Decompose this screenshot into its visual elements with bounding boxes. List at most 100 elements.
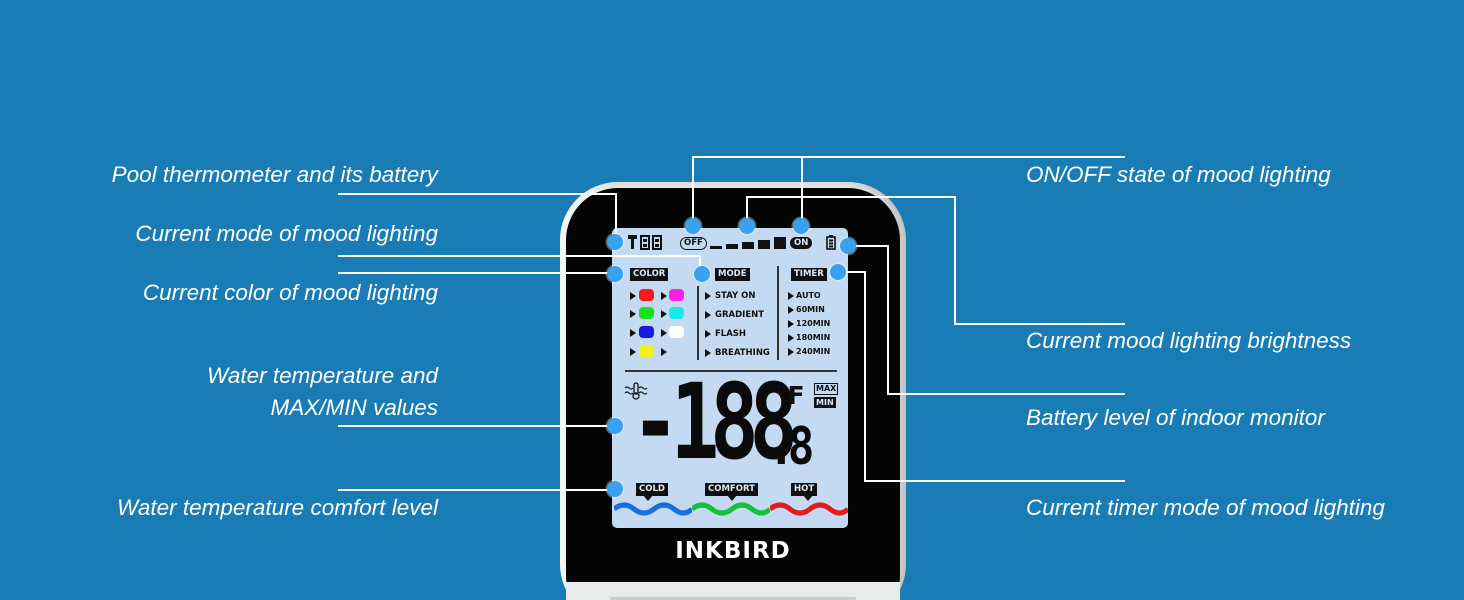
- marker-dot: [830, 264, 846, 280]
- comfort-pointer-icon: [727, 495, 737, 501]
- mode-arrow: [705, 311, 711, 319]
- leader-line: [887, 245, 889, 395]
- callout-thermometer-battery: Pool thermometer and its battery: [111, 162, 438, 187]
- on-indicator: ON: [790, 237, 813, 249]
- leader-line: [338, 489, 614, 491]
- brightness-bar-2: [726, 244, 738, 249]
- color-arrow: [630, 292, 636, 300]
- callout-brightness: Current mood lighting brightness: [1026, 328, 1352, 353]
- color-swatch-red: [639, 289, 654, 301]
- brightness-bar-5: [774, 237, 786, 249]
- marker-dot: [793, 218, 809, 234]
- divider-horizontal: [625, 370, 837, 372]
- mode-tag: MODE: [715, 268, 750, 281]
- leader-line: [801, 156, 803, 228]
- marker-dot: [607, 234, 623, 250]
- timer-240min: 240MIN: [796, 347, 831, 356]
- mode-arrow: [705, 292, 711, 300]
- color-arrow: [661, 310, 667, 318]
- color-arrow: [661, 348, 667, 356]
- timer-arrow: [788, 306, 794, 314]
- cold-wave: [614, 502, 692, 516]
- color-arrow: [630, 310, 636, 318]
- comfort-label: COMFORT: [705, 483, 758, 496]
- marker-dot: [607, 418, 623, 434]
- mode-arrow: [705, 349, 711, 357]
- leader-line: [864, 271, 866, 482]
- water-temperature-decimal: .8: [768, 417, 814, 477]
- leader-line: [338, 255, 700, 257]
- callout-water-temp-line1: Water temperature and: [207, 363, 438, 388]
- leader-line: [338, 272, 614, 274]
- marker-dot: [694, 266, 710, 282]
- timer-120min: 120MIN: [796, 319, 831, 328]
- leader-line: [746, 196, 748, 228]
- color-swatch-blue: [639, 326, 654, 338]
- hot-wave: [770, 502, 848, 516]
- divider-mode-timer: [777, 266, 779, 360]
- mode-flash: FLASH: [715, 329, 747, 339]
- color-swatch-green: [639, 307, 654, 319]
- thermometer-battery-icon: [628, 235, 662, 250]
- callout-timer: Current timer mode of mood lighting: [1026, 495, 1385, 520]
- comfort-wave: [692, 502, 770, 516]
- monitor-bottom-band: [566, 582, 900, 600]
- leader-line: [699, 255, 701, 273]
- cold-pointer-icon: [643, 495, 653, 501]
- inkbird-logo: INKBIRD: [675, 538, 791, 564]
- mode-gradient: GRADIENT: [715, 310, 765, 320]
- timer-arrow: [788, 292, 794, 300]
- min-indicator: MIN: [814, 397, 836, 408]
- hot-label: HOT: [791, 483, 818, 496]
- leader-line: [338, 425, 614, 427]
- leader-line: [692, 156, 1125, 158]
- color-swatch-cyan: [669, 307, 684, 319]
- color-arrow: [630, 329, 636, 337]
- mode-stay-on: STAY ON: [715, 291, 756, 301]
- callout-comfort: Water temperature comfort level: [117, 495, 438, 520]
- color-swatch-magenta: [669, 289, 684, 301]
- timer-180min: 180MIN: [796, 333, 831, 342]
- water-temperature-value: -188: [631, 361, 798, 483]
- marker-dot: [840, 238, 856, 254]
- leader-line: [838, 271, 866, 273]
- leader-line: [692, 156, 694, 228]
- divider-color-mode: [697, 286, 699, 360]
- timer-arrow: [788, 334, 794, 342]
- leader-line: [954, 323, 1125, 325]
- temperature-unit: °F: [775, 381, 805, 410]
- timer-arrow: [788, 348, 794, 356]
- color-swatch-white: [669, 326, 684, 338]
- color-arrow: [630, 348, 636, 356]
- mode-breathing: BREATHING: [715, 348, 770, 358]
- off-indicator: OFF: [680, 237, 707, 250]
- brightness-bar-3: [742, 242, 754, 249]
- water-temperature-icon: [624, 382, 648, 400]
- timer-60min: 60MIN: [796, 305, 825, 314]
- max-indicator: MAX: [814, 383, 839, 395]
- leader-line: [954, 196, 956, 325]
- callout-color: Current color of mood lighting: [142, 280, 438, 305]
- leader-line: [887, 393, 1125, 395]
- marker-dot: [739, 218, 755, 234]
- color-swatch-yellow: [639, 345, 654, 357]
- timer-arrow: [788, 320, 794, 328]
- leader-line: [848, 245, 889, 247]
- mode-arrow: [705, 330, 711, 338]
- monitor-battery-icon: [826, 235, 836, 250]
- leader-line: [746, 196, 956, 198]
- brightness-bar-1: [710, 246, 722, 249]
- leader-line: [615, 193, 617, 241]
- timer-auto: AUTO: [796, 291, 821, 300]
- leader-line: [864, 480, 1125, 482]
- leader-line: [338, 193, 616, 195]
- color-arrow: [661, 329, 667, 337]
- brightness-bar-4: [758, 240, 770, 249]
- callout-water-temp-line2: MAX/MIN values: [270, 395, 438, 420]
- callout-battery: Battery level of indoor monitor: [1026, 405, 1325, 430]
- marker-dot: [685, 218, 701, 234]
- timer-tag: TIMER: [791, 268, 827, 281]
- bottom-ridge: [610, 597, 856, 600]
- color-arrow: [661, 292, 667, 300]
